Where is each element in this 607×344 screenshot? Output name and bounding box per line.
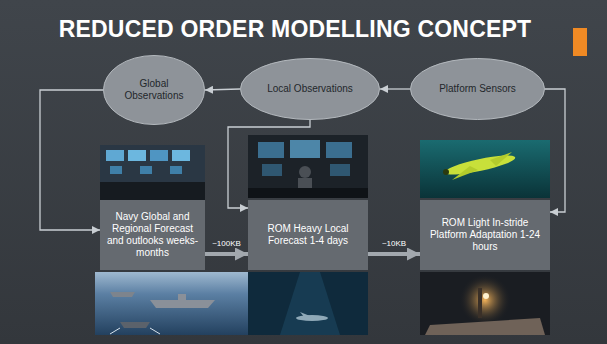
ops-room-photo bbox=[100, 145, 205, 200]
node-text: ROM Light In-stride Platform Adaptation … bbox=[425, 217, 545, 253]
glider-photo bbox=[420, 140, 550, 198]
accent-bar bbox=[573, 28, 587, 56]
forecast-room-photo bbox=[248, 135, 368, 198]
underwater-photo bbox=[248, 272, 368, 335]
ellipse-shape bbox=[411, 59, 545, 120]
forecast-box: ROM Heavy Local Forecast 1-4 days bbox=[248, 200, 368, 270]
feed-arrow bbox=[40, 90, 103, 230]
observation-ellipse: Global Observations bbox=[103, 55, 205, 125]
forecast-box: Navy Global and Regional Forecast and ou… bbox=[100, 200, 205, 270]
ellipse-shape bbox=[241, 59, 380, 120]
data-size-label: ~10KB bbox=[382, 239, 406, 248]
fleet-photo bbox=[95, 272, 250, 335]
data-flow-arrow bbox=[368, 252, 420, 256]
feed-arrow bbox=[545, 89, 565, 212]
node-text: Global Observations bbox=[117, 78, 190, 102]
feed-arrow bbox=[205, 89, 240, 90]
node-text: Platform Sensors bbox=[439, 83, 516, 95]
ellipse-shape bbox=[104, 56, 205, 125]
node-text: Local Observations bbox=[267, 83, 353, 95]
forecast-box: ROM Light In-stride Platform Adaptation … bbox=[420, 200, 550, 270]
node-text: Navy Global and Regional Forecast and ou… bbox=[105, 211, 200, 259]
data-flow-arrow bbox=[205, 252, 248, 256]
night-deck-photo bbox=[420, 272, 550, 335]
feed-arrow bbox=[380, 88, 410, 89]
data-size-label: ~100KB bbox=[212, 239, 241, 248]
feed-arrow bbox=[228, 120, 310, 208]
slide-title: REDUCED ORDER MODELLING CONCEPT bbox=[0, 16, 590, 43]
observation-ellipse: Local Observations bbox=[240, 58, 380, 120]
observation-ellipse: Platform Sensors bbox=[410, 58, 545, 120]
node-text: ROM Heavy Local Forecast 1-4 days bbox=[253, 223, 363, 247]
